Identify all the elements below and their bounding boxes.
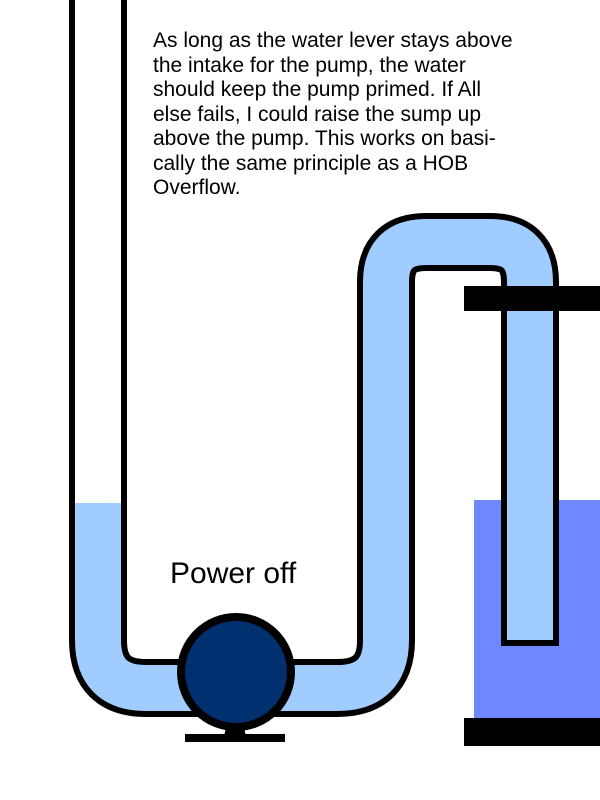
- pump-status-label: Power off: [170, 557, 297, 590]
- description-line: should keep the pump primed. If All: [153, 78, 482, 101]
- sump-floor-bar: [464, 718, 600, 746]
- pump-base: [185, 734, 285, 742]
- description-line: As long as the water lever stays above: [153, 29, 513, 52]
- description-text: As long as the water lever stays above t…: [153, 29, 583, 201]
- description-line: the intake for the pump, the water: [153, 53, 466, 77]
- pump-icon: [177, 613, 295, 731]
- sump-top-plate: [464, 286, 600, 311]
- description-line: Overflow.: [153, 176, 241, 199]
- pump-body: [177, 613, 295, 731]
- description-line: cally the same principle as a HOB: [153, 151, 469, 175]
- description-line: else fails, I could raise the sump up: [153, 102, 482, 126]
- main-pipe-water: [75, 219, 553, 711]
- description-line: above the pump. This works on basi-: [153, 127, 496, 150]
